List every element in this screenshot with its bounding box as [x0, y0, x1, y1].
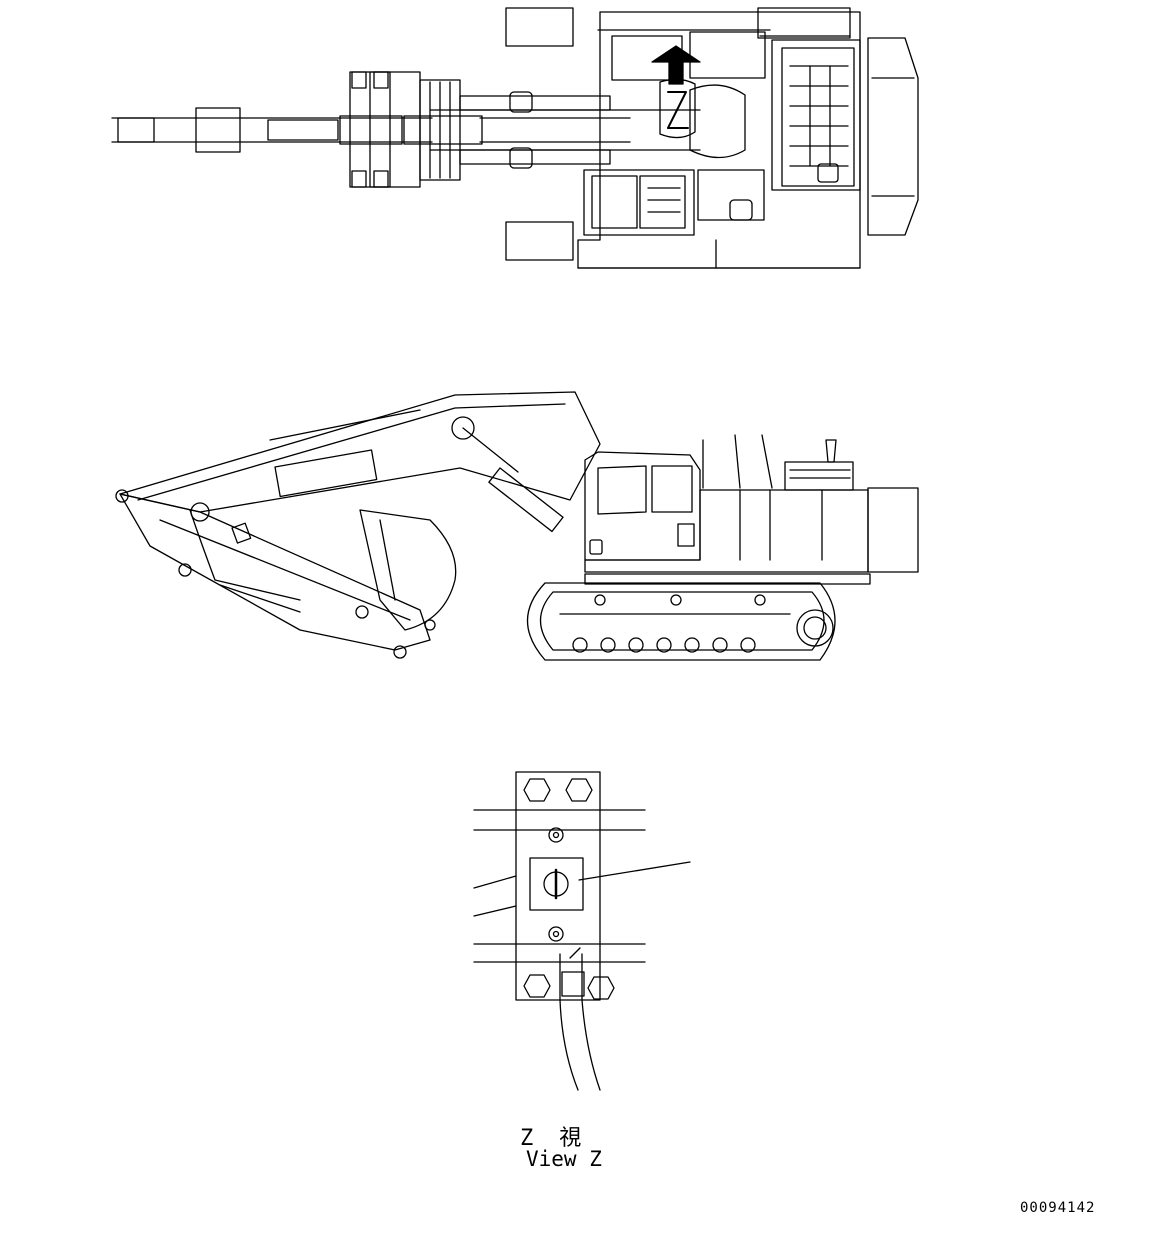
- side-view-excavator: [115, 391, 919, 661]
- top-view-excavator: [111, 7, 919, 269]
- view-z-caption-english: View Z: [526, 1147, 602, 1171]
- drawing-number: 00094142: [1020, 1200, 1096, 1216]
- view-z-caption-japanese: Z 視: [520, 1126, 584, 1151]
- view-z-detail: [473, 771, 691, 1091]
